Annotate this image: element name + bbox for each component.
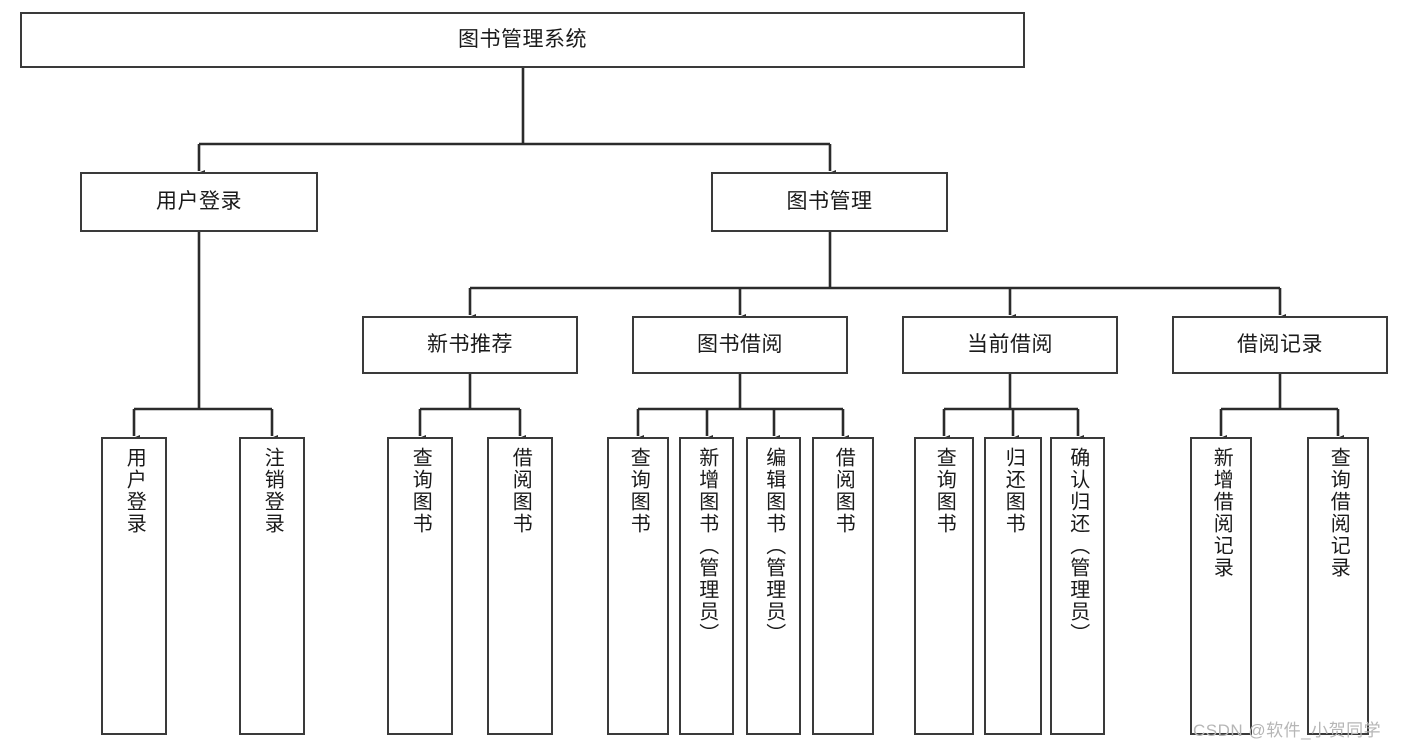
node-label: 编辑图书（管理员） [762, 447, 785, 645]
node-leaf-add-record[interactable]: 新增借阅记录 [1190, 437, 1252, 735]
node-label: 当前借阅 [967, 333, 1053, 357]
node-borrow-record[interactable]: 借阅记录 [1172, 316, 1388, 374]
node-label: 新增借阅记录 [1210, 447, 1233, 579]
node-label: 查询图书 [627, 447, 650, 535]
node-label: 借阅图书 [832, 447, 855, 535]
node-label: 借阅图书 [509, 447, 532, 535]
node-leaf-edit-book[interactable]: 编辑图书（管理员） [746, 437, 801, 735]
node-label: 查询图书 [933, 447, 956, 535]
node-book-manage[interactable]: 图书管理 [711, 172, 948, 232]
node-label: 图书借阅 [697, 333, 783, 357]
node-user-login[interactable]: 用户登录 [80, 172, 318, 232]
node-leaf-return-book[interactable]: 归还图书 [984, 437, 1042, 735]
node-leaf-confirm-return[interactable]: 确认归还（管理员） [1050, 437, 1105, 735]
node-label: 确认归还（管理员） [1066, 447, 1089, 645]
node-leaf-user-logout[interactable]: 注销登录 [239, 437, 305, 735]
node-label: 查询图书 [409, 447, 432, 535]
node-label: 归还图书 [1002, 447, 1025, 535]
node-label: 图书管理 [786, 190, 873, 214]
node-label: 查询借阅记录 [1327, 447, 1350, 579]
node-leaf-query-record[interactable]: 查询借阅记录 [1307, 437, 1369, 735]
node-leaf-query-book-2[interactable]: 查询图书 [607, 437, 669, 735]
node-leaf-user-login[interactable]: 用户登录 [101, 437, 167, 735]
node-book-borrow[interactable]: 图书借阅 [632, 316, 848, 374]
node-leaf-add-book[interactable]: 新增图书（管理员） [679, 437, 734, 735]
node-new-book-rec[interactable]: 新书推荐 [362, 316, 578, 374]
csdn-watermark: CSDN @软件_小贺同学 [1193, 721, 1382, 740]
node-current-borrow[interactable]: 当前借阅 [902, 316, 1118, 374]
node-label: 借阅记录 [1237, 333, 1323, 357]
node-label: 用户登录 [123, 447, 146, 535]
node-label: 用户登录 [156, 190, 242, 214]
node-label: 图书管理系统 [458, 28, 587, 52]
node-leaf-query-book-3[interactable]: 查询图书 [914, 437, 974, 735]
node-root[interactable]: 图书管理系统 [20, 12, 1025, 68]
node-leaf-borrow-book-2[interactable]: 借阅图书 [812, 437, 874, 735]
node-label: 新书推荐 [427, 333, 513, 357]
node-leaf-borrow-book-1[interactable]: 借阅图书 [487, 437, 553, 735]
node-label: 新增图书（管理员） [695, 447, 718, 645]
node-leaf-query-book-1[interactable]: 查询图书 [387, 437, 453, 735]
node-label: 注销登录 [261, 447, 284, 535]
